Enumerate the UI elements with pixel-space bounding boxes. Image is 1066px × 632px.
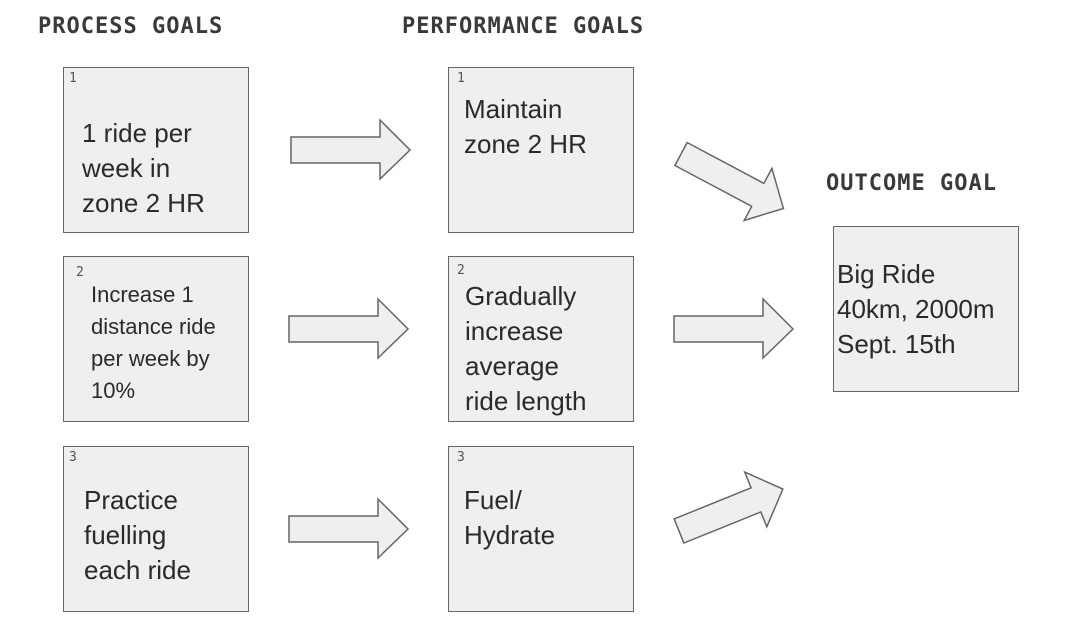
outcome-goal-text: Big Ride 40km, 2000m Sept. 15th xyxy=(837,259,995,359)
process-goal-number-2: 2 xyxy=(76,265,84,280)
arrow-performance3-to-outcome xyxy=(673,470,784,545)
arrow-process1-to-performance1 xyxy=(290,118,412,181)
process-goal-box-2[interactable]: 2 Increase 1 distance ride per week by 1… xyxy=(63,256,249,422)
process-goal-number-3: 3 xyxy=(69,450,77,465)
performance-goal-text-1: Maintain zone 2 HR xyxy=(464,94,587,159)
arrow-performance1-to-outcome xyxy=(673,141,785,222)
performance-goals-heading: PERFORMANCE GOALS xyxy=(402,14,645,39)
performance-goal-number-2: 2 xyxy=(457,263,465,278)
process-goal-text-3: Practice fuelling each ride xyxy=(84,485,191,585)
performance-goal-box-3[interactable]: 3 Fuel/ Hydrate xyxy=(448,446,634,612)
process-goals-heading: PROCESS GOALS xyxy=(38,14,224,39)
arrow-performance2-to-outcome xyxy=(673,297,795,360)
process-goal-box-1[interactable]: 1 1 ride per week in zone 2 HR xyxy=(63,67,249,233)
process-goal-box-3[interactable]: 3 Practice fuelling each ride xyxy=(63,446,249,612)
arrow-process3-to-performance3 xyxy=(288,497,410,560)
process-goal-text-1: 1 ride per week in zone 2 HR xyxy=(82,118,205,218)
outcome-goal-box[interactable]: Big Ride 40km, 2000m Sept. 15th xyxy=(833,226,1019,392)
performance-goal-box-2[interactable]: 2 Gradually increase average ride length xyxy=(448,256,634,422)
performance-goal-text-3: Fuel/ Hydrate xyxy=(464,485,556,550)
performance-goal-box-1[interactable]: 1 Maintain zone 2 HR xyxy=(448,67,634,233)
process-goal-number-1: 1 xyxy=(69,71,77,86)
arrow-process2-to-performance2 xyxy=(288,297,410,360)
outcome-goal-heading: OUTCOME GOAL xyxy=(826,171,997,196)
performance-goal-number-1: 1 xyxy=(457,71,465,86)
performance-goal-number-3: 3 xyxy=(457,450,465,465)
process-goal-text-2: Increase 1 distance ride per week by 10% xyxy=(91,282,216,403)
performance-goal-text-2: Gradually increase average ride length xyxy=(465,281,587,416)
